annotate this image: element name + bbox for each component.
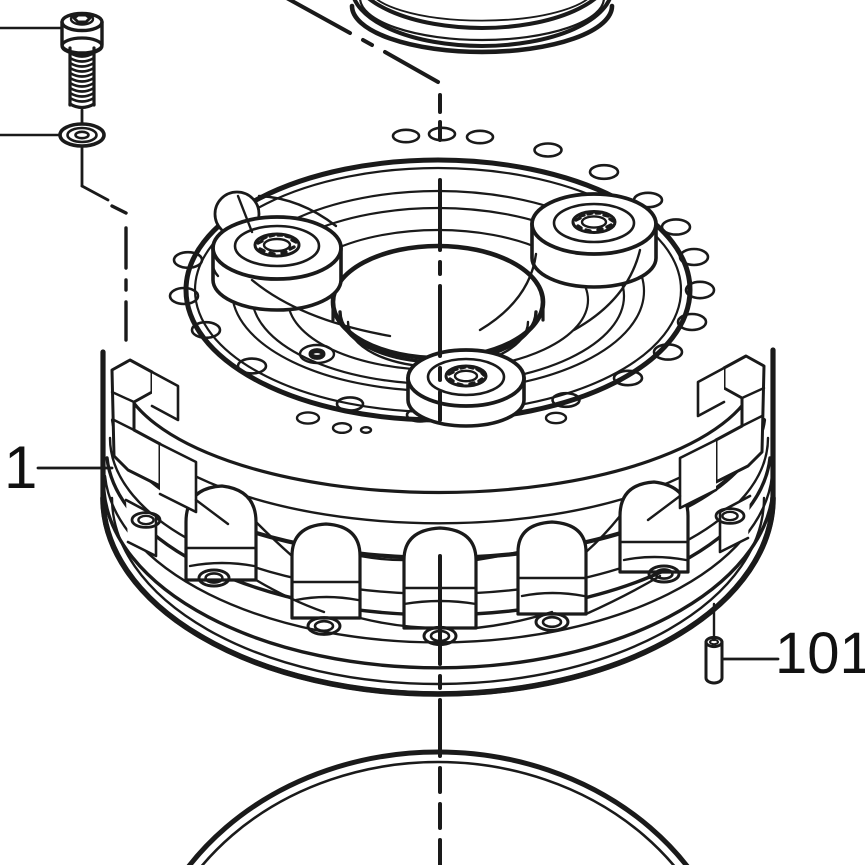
diagonal-centerline-upper [286,0,440,84]
dowel-pin [704,635,724,685]
planet-post-bottom [406,348,526,428]
dashdot-line-left [110,204,128,342]
o-ring-seal [186,749,690,865]
hub-right-step-lug [678,354,766,554]
hub-left-step-lug [110,358,198,558]
spline-teeth-left [256,233,298,256]
spline-teeth-bottom [447,365,486,387]
planetary-carrier-hub [100,126,776,697]
planet-post-left [211,190,392,338]
callout-label-1013: 1013 [775,621,865,686]
face-small-holes [295,343,568,435]
socket-head-cap-screw [60,11,104,110]
assembly-line-washer-hub [80,144,110,202]
callout-label-1: 1 [4,434,38,501]
planet-post-right [478,192,658,332]
flat-washer [58,122,106,148]
spline-teeth-right [574,211,615,233]
upper-ring-part [349,0,615,55]
